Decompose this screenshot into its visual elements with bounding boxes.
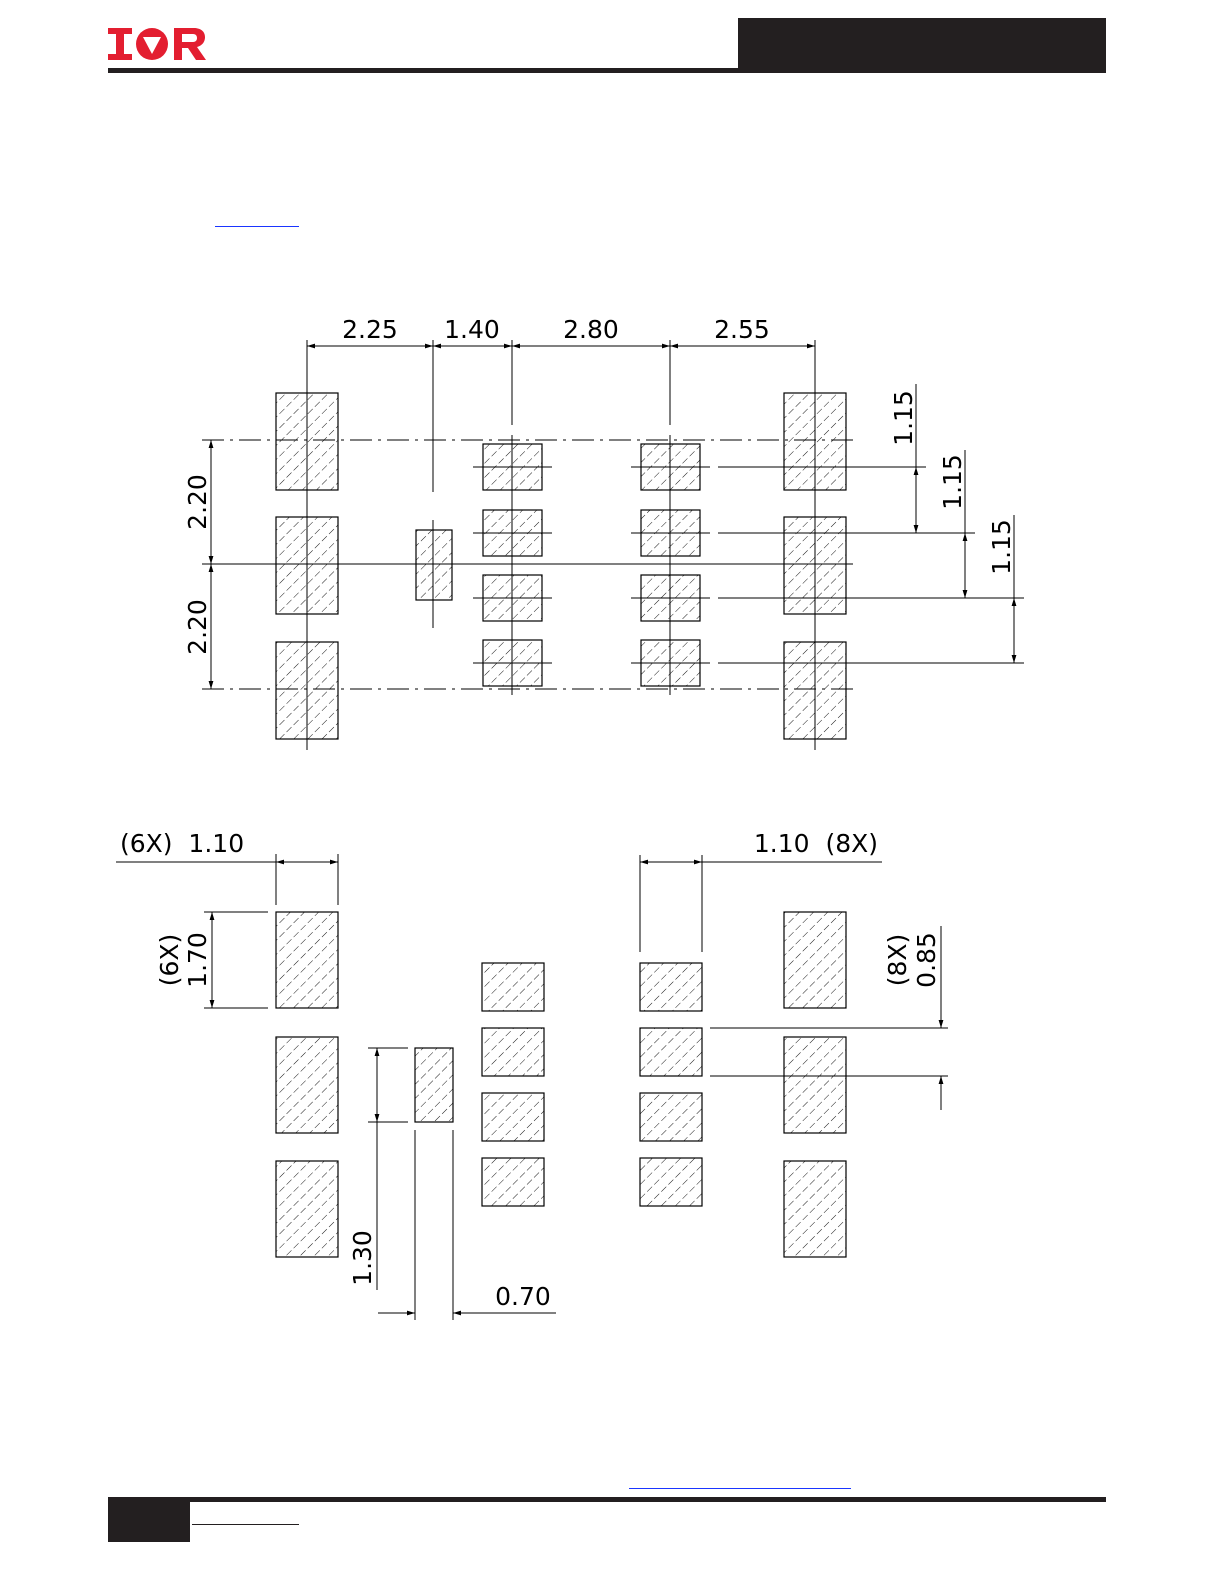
dim-2-20-lower: 2.20 (183, 599, 212, 655)
top-pad-group-left (275, 392, 339, 740)
center-width-value: 0.70 (495, 1282, 551, 1311)
pad (481, 962, 545, 1012)
right-height-count: (8X) (883, 934, 912, 987)
left-height-count: (6X) (155, 934, 184, 987)
pad (639, 962, 703, 1012)
left-height-value: 1.70 (183, 932, 212, 988)
pad (639, 1157, 703, 1207)
dim-1-40: 1.40 (444, 315, 500, 344)
header-rule (108, 68, 1106, 73)
footer-rule (108, 1497, 1106, 1502)
pad (639, 1027, 703, 1077)
center-height-value: 1.30 (348, 1230, 377, 1286)
pad (783, 641, 847, 740)
pad (783, 1036, 847, 1134)
pad (481, 1092, 545, 1142)
pad (275, 641, 339, 740)
dim-2-20-upper: 2.20 (183, 474, 212, 530)
pad (415, 529, 453, 601)
pad (481, 1157, 545, 1207)
pad (275, 392, 339, 491)
header-title-block (738, 18, 1106, 73)
dim-1-15-c: 1.15 (987, 519, 1016, 575)
bottom-drawing: (6X) 1.10 (6X) 1.70 1.10 (8X) (8X) 0.85 (116, 829, 948, 1320)
ior-logo (108, 28, 206, 60)
left-width-label: (6X) 1.10 (120, 829, 244, 858)
pad (783, 911, 847, 1009)
right-height-value: 0.85 (912, 932, 941, 988)
right-width-label: 1.10 (8X) (754, 829, 878, 858)
dim-1-15-b: 1.15 (938, 454, 967, 510)
page-number-box (108, 1497, 190, 1542)
dim-1-15-a: 1.15 (889, 390, 918, 446)
pad (275, 516, 339, 615)
pad (414, 1047, 454, 1123)
bottom-link-underline[interactable] (629, 1488, 851, 1489)
pad (275, 911, 339, 1009)
top-pad-group-right (783, 392, 847, 740)
dim-2-25: 2.25 (342, 315, 398, 344)
pad (639, 1092, 703, 1142)
pad (481, 1027, 545, 1077)
pad (275, 1036, 339, 1134)
dim-2-80: 2.80 (563, 315, 619, 344)
pad (783, 516, 847, 615)
pad (783, 1160, 847, 1258)
pad (783, 392, 847, 491)
top-link-underline[interactable] (215, 226, 299, 227)
dim-2-55: 2.55 (714, 315, 770, 344)
top-drawing: 2.25 1.40 2.80 2.55 2.20 2.20 1.15 1.15 … (183, 315, 1024, 750)
pad (275, 1160, 339, 1258)
footer-underline (192, 1524, 299, 1525)
